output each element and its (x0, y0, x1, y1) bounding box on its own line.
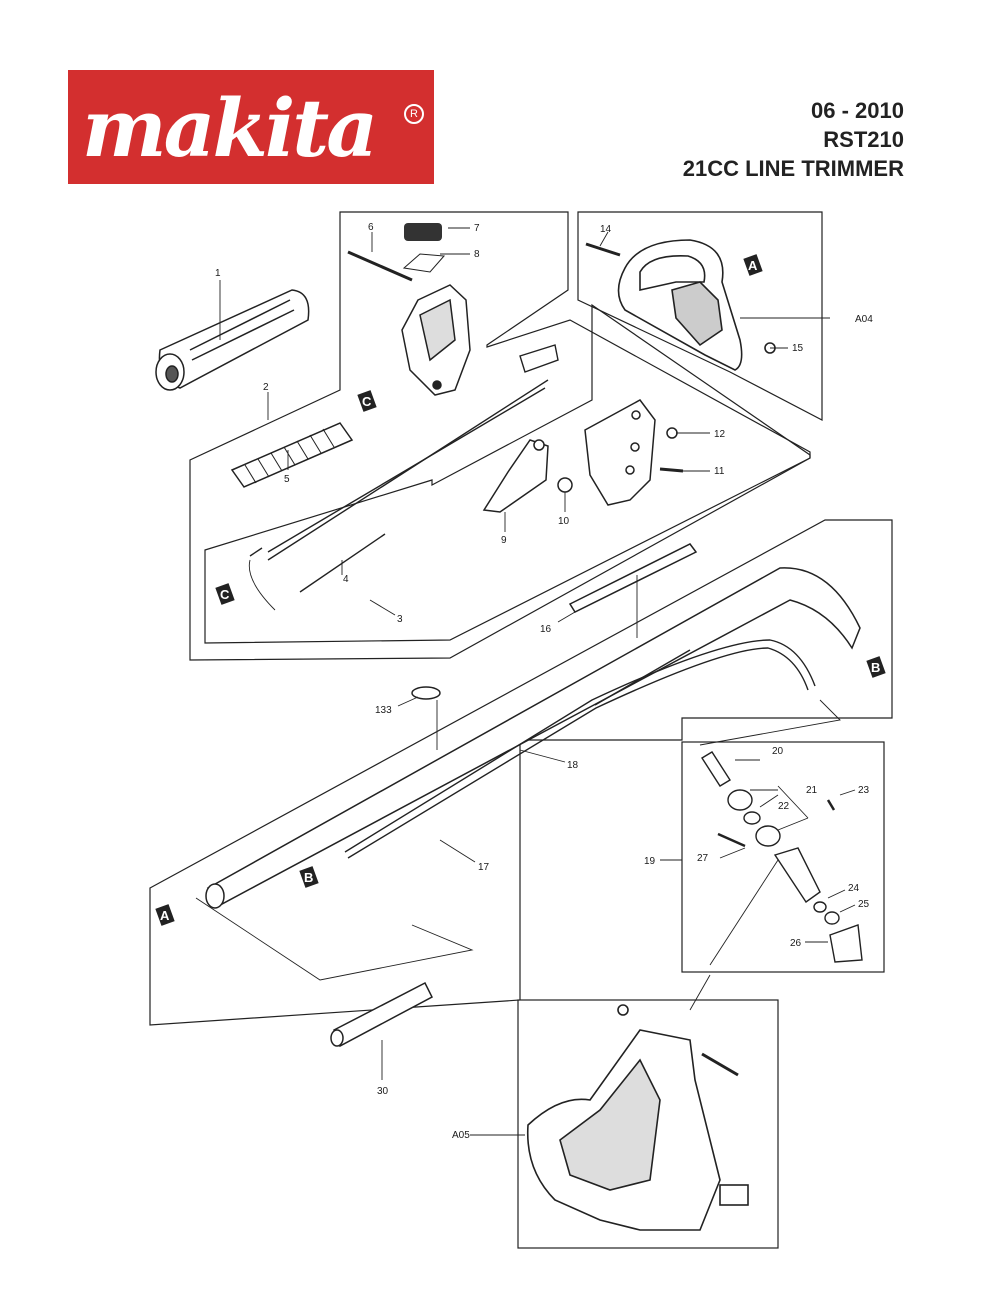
coupler-parts (701, 751, 863, 963)
switch-plate-part (402, 253, 446, 273)
part-label-20: 20 (772, 746, 784, 757)
guard-part (526, 1004, 749, 1231)
marker-c-bottom: C (220, 587, 230, 602)
logo-wordmark: makita (82, 81, 378, 175)
header-model: RST210 (823, 127, 904, 152)
part-label-2: 2 (263, 382, 269, 393)
flex-shaft-part (344, 639, 816, 859)
inner-cable-frame (204, 303, 811, 644)
coupler-tube-part (330, 981, 433, 1048)
part-label-23: 23 (858, 785, 870, 796)
assembly-label-a05: A05 (452, 1130, 470, 1141)
throttle-lever-part (482, 439, 573, 513)
part-label-19: 19 (644, 856, 656, 867)
header-date: 06 - 2010 (811, 98, 904, 123)
part-label-25: 25 (858, 899, 870, 910)
part-label-4: 4 (343, 574, 349, 585)
loop-handle-part (585, 239, 776, 371)
leader-lines (195, 227, 856, 1136)
part-label-3: 3 (397, 614, 403, 625)
part-label-14: 14 (600, 224, 612, 235)
part-label-8: 8 (474, 249, 480, 260)
header-product: 21CC LINE TRIMMER (682, 156, 904, 181)
part-label-9: 9 (501, 535, 507, 546)
shaft-assembly-frame (149, 519, 893, 1026)
throttle-cable-part (249, 344, 559, 593)
handle-assembly-frame (189, 211, 811, 661)
marker-c-top: C (362, 394, 372, 409)
marker-a-top: A (748, 258, 758, 273)
marker-b-left: B (304, 870, 313, 885)
part-label-7: 7 (474, 223, 480, 234)
part-label-1: 1 (215, 268, 221, 279)
part-label-26: 26 (790, 938, 802, 949)
part-label-27: 27 (697, 853, 709, 864)
part-label-15: 15 (792, 343, 804, 354)
part-label-6: 6 (368, 222, 374, 233)
loop-handle-frame (577, 211, 823, 421)
throttle-housing-part (401, 284, 471, 396)
part-label-18: 18 (567, 760, 579, 771)
part-label-133: 133 (375, 705, 392, 716)
clamp-ring-part (411, 686, 441, 700)
part-label-17: 17 (478, 862, 490, 873)
marker-b-right: B (871, 660, 880, 675)
makita-logo: makita R (68, 70, 434, 184)
part-label-11: 11 (714, 466, 725, 477)
guard-detail-frame (517, 999, 779, 1249)
grip-part (155, 289, 310, 391)
registered-mark: R (404, 104, 424, 124)
part-label-21: 21 (806, 785, 818, 796)
part-label-12: 12 (714, 429, 726, 440)
document-header: 06 - 2010 RST210 21CC LINE TRIMMER (683, 96, 904, 183)
part-label-24: 24 (848, 883, 860, 894)
screw-part-6 (347, 250, 413, 282)
spring-part (230, 422, 354, 488)
switch-button-part (404, 223, 442, 241)
part-label-30: 30 (377, 1086, 389, 1097)
coupler-detail-frame (681, 741, 885, 973)
part-label-22: 22 (778, 801, 790, 812)
part-label-10: 10 (558, 516, 570, 527)
reference-markers (155, 254, 886, 926)
part-label-16: 16 (540, 624, 552, 635)
assembly-label-a04: A04 (855, 314, 873, 325)
part-label-5: 5 (284, 474, 290, 485)
marker-a-bottom: A (160, 908, 170, 923)
lower-housing-part (584, 399, 684, 506)
